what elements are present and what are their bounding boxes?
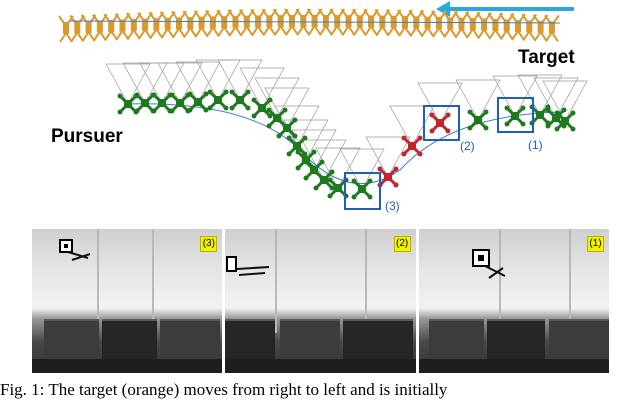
caption-prefix: Fig. 1: bbox=[0, 380, 45, 399]
figure-caption: Fig. 1: The target (orange) moves from r… bbox=[0, 380, 447, 400]
pursuer-marker bbox=[429, 112, 451, 134]
pursuer-marker bbox=[504, 105, 526, 127]
pursuer-marker bbox=[134, 92, 156, 114]
target-marker bbox=[92, 13, 108, 42]
frame-tag-2: (2) bbox=[393, 236, 411, 252]
drone-image bbox=[471, 249, 506, 279]
target-marker bbox=[431, 10, 447, 38]
target-marker bbox=[453, 11, 470, 39]
drone-image bbox=[226, 256, 270, 276]
fov-cone bbox=[139, 62, 185, 104]
fov-cone bbox=[455, 79, 501, 121]
highlight-box-3 bbox=[344, 172, 381, 210]
fov-cone bbox=[301, 139, 347, 181]
target-marker bbox=[329, 8, 346, 36]
photo-frame-1: (1) bbox=[418, 229, 609, 373]
target-marker bbox=[69, 14, 86, 43]
target-marker bbox=[397, 9, 413, 37]
pursuer-marker bbox=[276, 117, 298, 139]
fov-cone bbox=[492, 75, 538, 117]
target-marker bbox=[193, 10, 210, 38]
fov-cone bbox=[365, 136, 411, 178]
fov-cone bbox=[105, 63, 151, 105]
highlight-box-1 bbox=[497, 97, 534, 133]
target-marker bbox=[464, 11, 481, 39]
target-marker bbox=[476, 11, 492, 40]
photo-frame-2: (2) bbox=[225, 229, 416, 373]
target-marker bbox=[58, 15, 74, 43]
pursuer-marker bbox=[207, 89, 229, 111]
target-marker bbox=[521, 13, 538, 41]
target-marker bbox=[159, 11, 176, 39]
direction-arrow bbox=[436, 1, 574, 17]
target-marker bbox=[363, 8, 379, 36]
target-marker bbox=[487, 12, 504, 40]
pursuer-marker bbox=[351, 178, 373, 200]
pursuer-marker bbox=[554, 110, 576, 132]
pursuer-marker bbox=[229, 89, 251, 111]
pursuer-marker bbox=[187, 91, 209, 113]
fov-cone bbox=[122, 62, 168, 104]
target-marker bbox=[114, 12, 131, 41]
pursuer-marker bbox=[313, 169, 335, 191]
target-marker bbox=[216, 9, 233, 37]
target-marker bbox=[103, 13, 120, 41]
target-marker bbox=[374, 9, 391, 37]
target-marker bbox=[498, 12, 515, 41]
fov-cone bbox=[339, 148, 385, 190]
target-marker bbox=[250, 8, 266, 37]
pursuer-marker bbox=[467, 109, 489, 131]
box-label-1: (1) bbox=[528, 138, 543, 152]
trajectory-figure bbox=[58, 1, 588, 210]
pursuer-marker bbox=[169, 92, 191, 114]
pursuer-trajectory bbox=[117, 89, 576, 200]
fov-cone bbox=[315, 147, 361, 189]
target-marker bbox=[171, 10, 187, 38]
pursuer-marker bbox=[151, 92, 173, 114]
target-marker bbox=[544, 14, 560, 42]
fov-cone bbox=[175, 61, 221, 103]
photo-frame-3: (3) bbox=[32, 229, 223, 373]
drone-image bbox=[59, 239, 91, 261]
frame-tag-3: (3) bbox=[200, 236, 218, 252]
target-marker bbox=[419, 10, 436, 38]
fov-cone bbox=[254, 77, 300, 119]
fov-cone bbox=[217, 59, 263, 101]
target-marker bbox=[182, 10, 199, 38]
camera-fov-cones bbox=[105, 59, 588, 190]
target-trajectory bbox=[58, 8, 561, 43]
target-marker bbox=[205, 9, 221, 37]
box-label-3: (3) bbox=[385, 199, 400, 213]
frame-tag-1: (1) bbox=[586, 236, 604, 252]
pursuer-marker bbox=[401, 135, 423, 157]
highlight-box-2 bbox=[423, 105, 460, 141]
target-marker bbox=[408, 9, 425, 37]
target-marker bbox=[137, 12, 153, 40]
target-marker bbox=[510, 13, 526, 41]
photo-strip: (3) (2) (1) bbox=[32, 229, 609, 373]
pursuer-marker bbox=[251, 97, 273, 119]
target-marker bbox=[227, 9, 244, 37]
fov-cone bbox=[157, 62, 203, 104]
target-marker bbox=[238, 9, 255, 37]
target-label: Target bbox=[518, 47, 575, 68]
target-marker bbox=[442, 10, 459, 38]
target-marker bbox=[125, 12, 142, 40]
box-label-2: (2) bbox=[460, 139, 475, 153]
fov-cone bbox=[542, 80, 588, 122]
target-marker bbox=[532, 14, 549, 42]
fov-cone bbox=[533, 77, 579, 119]
target-marker bbox=[148, 11, 165, 39]
pursuer-label: Pursuer bbox=[51, 126, 123, 147]
pursuer-path-line bbox=[124, 103, 561, 185]
fov-cone bbox=[417, 82, 463, 124]
caption-text: The target (orange) moves from right to … bbox=[48, 380, 448, 399]
pursuer-marker bbox=[286, 135, 308, 157]
target-marker bbox=[80, 14, 97, 42]
